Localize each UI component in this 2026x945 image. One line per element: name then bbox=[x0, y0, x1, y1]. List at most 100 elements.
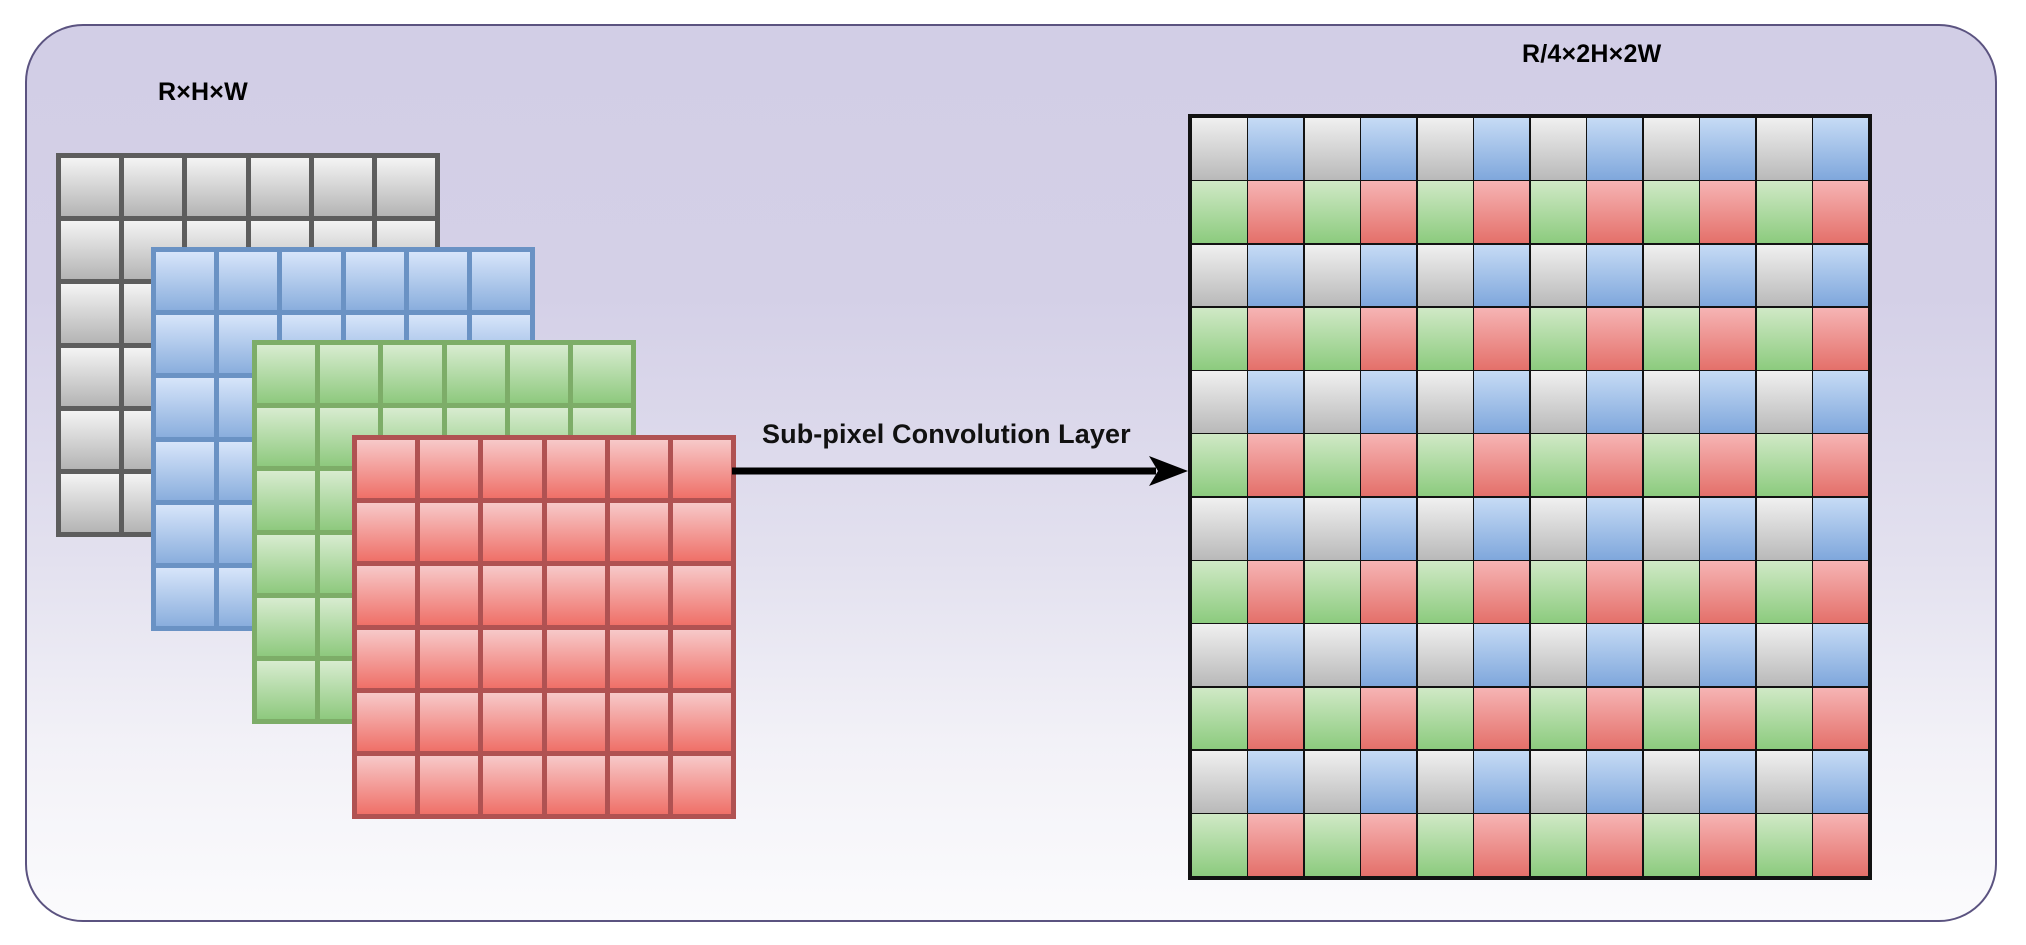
output-cell-green bbox=[1192, 687, 1247, 750]
output-cell-gray bbox=[1530, 750, 1586, 813]
output-cell-blue bbox=[1700, 244, 1756, 307]
output-cell-blue bbox=[1700, 371, 1756, 433]
output-cell-red bbox=[1587, 814, 1643, 876]
output-cell-red bbox=[1248, 181, 1304, 244]
output-cell-red bbox=[1248, 561, 1304, 623]
output-cell-green bbox=[1530, 561, 1586, 623]
output-cell-blue bbox=[1474, 244, 1530, 307]
input-cell bbox=[546, 692, 605, 751]
input-cell bbox=[609, 440, 668, 499]
output-cell-red bbox=[1587, 307, 1643, 370]
input-cell bbox=[446, 345, 505, 404]
input-cell bbox=[483, 566, 542, 625]
input-cell bbox=[572, 345, 631, 404]
output-cell-gray bbox=[1417, 750, 1473, 813]
output-cell-blue bbox=[1587, 497, 1643, 560]
input-cell bbox=[509, 345, 568, 404]
input-cell bbox=[672, 755, 731, 814]
input-cell bbox=[61, 284, 120, 343]
output-cell-gray bbox=[1304, 750, 1360, 813]
input-cell bbox=[471, 252, 530, 311]
output-cell-red bbox=[1587, 181, 1643, 244]
output-cell-green bbox=[1304, 434, 1360, 497]
output-cell-gray bbox=[1643, 750, 1699, 813]
input-cell bbox=[672, 692, 731, 751]
output-cell-green bbox=[1417, 687, 1473, 750]
output-cell-green bbox=[1417, 181, 1473, 244]
output-cell-green bbox=[1530, 687, 1586, 750]
input-cell bbox=[156, 315, 215, 374]
output-cell-gray bbox=[1756, 497, 1812, 560]
input-cell bbox=[546, 503, 605, 562]
output-cell-gray bbox=[1643, 624, 1699, 687]
output-cell-green bbox=[1756, 434, 1812, 497]
output-cell-red bbox=[1813, 814, 1868, 876]
output-cell-blue bbox=[1813, 371, 1868, 433]
input-cell bbox=[672, 566, 731, 625]
output-cell-red bbox=[1587, 687, 1643, 750]
output-cell-red bbox=[1361, 814, 1417, 876]
input-cell bbox=[313, 158, 372, 217]
output-cell-blue bbox=[1248, 244, 1304, 307]
input-cell bbox=[61, 158, 120, 217]
output-cell-red bbox=[1361, 687, 1417, 750]
input-cell bbox=[420, 503, 479, 562]
output-cell-green bbox=[1643, 181, 1699, 244]
output-cell-red bbox=[1361, 434, 1417, 497]
input-cell bbox=[420, 440, 479, 499]
output-cell-green bbox=[1643, 687, 1699, 750]
output-cell-blue bbox=[1587, 371, 1643, 433]
input-cell bbox=[546, 566, 605, 625]
output-cell-green bbox=[1304, 561, 1360, 623]
output-cell-green bbox=[1304, 181, 1360, 244]
output-cell-red bbox=[1248, 687, 1304, 750]
output-cell-blue bbox=[1248, 497, 1304, 560]
output-cell-red bbox=[1700, 814, 1756, 876]
output-cell-gray bbox=[1304, 497, 1360, 560]
output-cell-gray bbox=[1530, 371, 1586, 433]
input-cell bbox=[483, 692, 542, 751]
input-cell bbox=[609, 692, 668, 751]
output-cell-blue bbox=[1248, 624, 1304, 687]
output-cell-red bbox=[1813, 307, 1868, 370]
input-cell bbox=[345, 252, 404, 311]
input-cell bbox=[156, 504, 215, 563]
output-cell-green bbox=[1756, 814, 1812, 876]
input-layer-red bbox=[352, 435, 736, 819]
input-cell bbox=[609, 503, 668, 562]
output-cell-gray bbox=[1417, 371, 1473, 433]
output-cell-gray bbox=[1643, 118, 1699, 180]
output-cell-blue bbox=[1587, 750, 1643, 813]
output-cell-gray bbox=[1304, 371, 1360, 433]
input-cell bbox=[357, 629, 416, 688]
output-cell-green bbox=[1643, 561, 1699, 623]
output-cell-red bbox=[1813, 561, 1868, 623]
output-cell-red bbox=[1474, 307, 1530, 370]
input-cell bbox=[483, 629, 542, 688]
input-cell bbox=[357, 755, 416, 814]
output-cell-gray bbox=[1304, 244, 1360, 307]
output-cell-green bbox=[1304, 814, 1360, 876]
input-cell bbox=[257, 408, 316, 467]
input-cell bbox=[420, 629, 479, 688]
output-cell-red bbox=[1248, 434, 1304, 497]
output-cell-gray bbox=[1417, 244, 1473, 307]
output-cell-blue bbox=[1587, 244, 1643, 307]
output-cell-green bbox=[1530, 307, 1586, 370]
output-cell-blue bbox=[1700, 118, 1756, 180]
input-cell bbox=[156, 567, 215, 626]
output-cell-green bbox=[1756, 307, 1812, 370]
input-cell bbox=[420, 566, 479, 625]
output-cell-blue bbox=[1813, 497, 1868, 560]
output-cell-blue bbox=[1587, 118, 1643, 180]
output-cell-red bbox=[1474, 687, 1530, 750]
output-cell-red bbox=[1248, 307, 1304, 370]
output-cell-green bbox=[1192, 307, 1247, 370]
output-cell-gray bbox=[1756, 244, 1812, 307]
output-cell-blue bbox=[1813, 750, 1868, 813]
output-cell-green bbox=[1192, 181, 1247, 244]
input-cell bbox=[420, 755, 479, 814]
input-cell bbox=[61, 473, 120, 532]
output-cell-red bbox=[1700, 561, 1756, 623]
input-cell bbox=[420, 692, 479, 751]
